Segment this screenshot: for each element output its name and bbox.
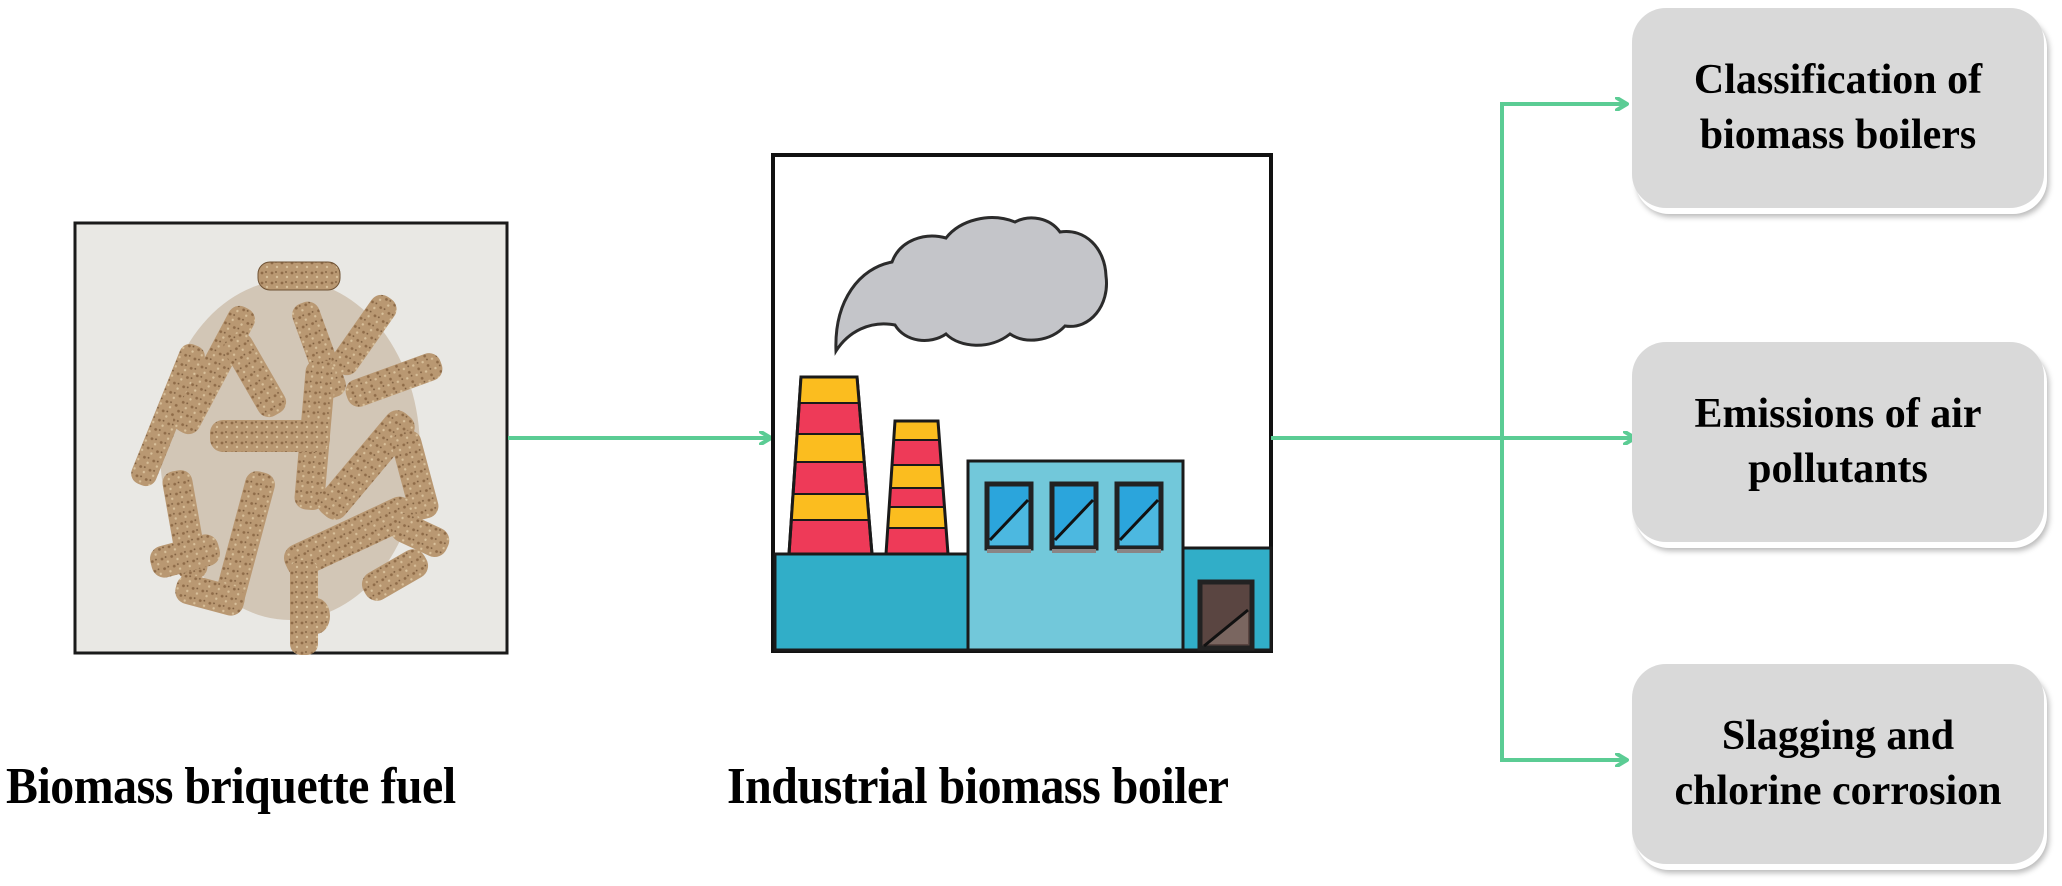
- outcome-box-slagging: Slagging and chlorine corrosion: [1632, 664, 2044, 864]
- outcome-line-1: Slagging and: [1721, 713, 1955, 759]
- outcome-line-1: Classification of: [1693, 57, 1983, 103]
- smoke-cloud-icon: [834, 216, 1108, 356]
- branch-connector: [1271, 104, 1634, 760]
- chimney-large: [787, 375, 874, 556]
- building-left: [773, 552, 970, 652]
- chimney-small: [884, 419, 950, 556]
- pellet-pile: [131, 261, 450, 655]
- window-icon: [1049, 481, 1099, 553]
- outcome-line-2: chlorine corrosion: [1674, 768, 2002, 814]
- outcome-box-emissions: Emissions of air pollutants: [1632, 342, 2044, 542]
- outcome-box-classification: Classification of biomass boilers: [1632, 8, 2044, 208]
- door-icon: [1197, 579, 1255, 651]
- pellet-photo: [73, 221, 509, 655]
- window-icon: [984, 481, 1034, 553]
- outcome-line-1: Emissions of air: [1694, 391, 1982, 437]
- factory-illustration: [771, 153, 1273, 653]
- outcome-text: Emissions of air pollutants: [1694, 387, 1981, 497]
- outcome-line-2: pollutants: [1748, 446, 1928, 492]
- outcome-text: Slagging and chlorine corrosion: [1674, 709, 2001, 819]
- outcome-text: Classification of biomass boilers: [1694, 53, 1982, 163]
- fuel-label: Biomass briquette fuel: [6, 758, 456, 815]
- window-icon: [1114, 481, 1164, 553]
- outcome-line-2: biomass boilers: [1699, 112, 1977, 158]
- boiler-label: Industrial biomass boiler: [727, 758, 1229, 815]
